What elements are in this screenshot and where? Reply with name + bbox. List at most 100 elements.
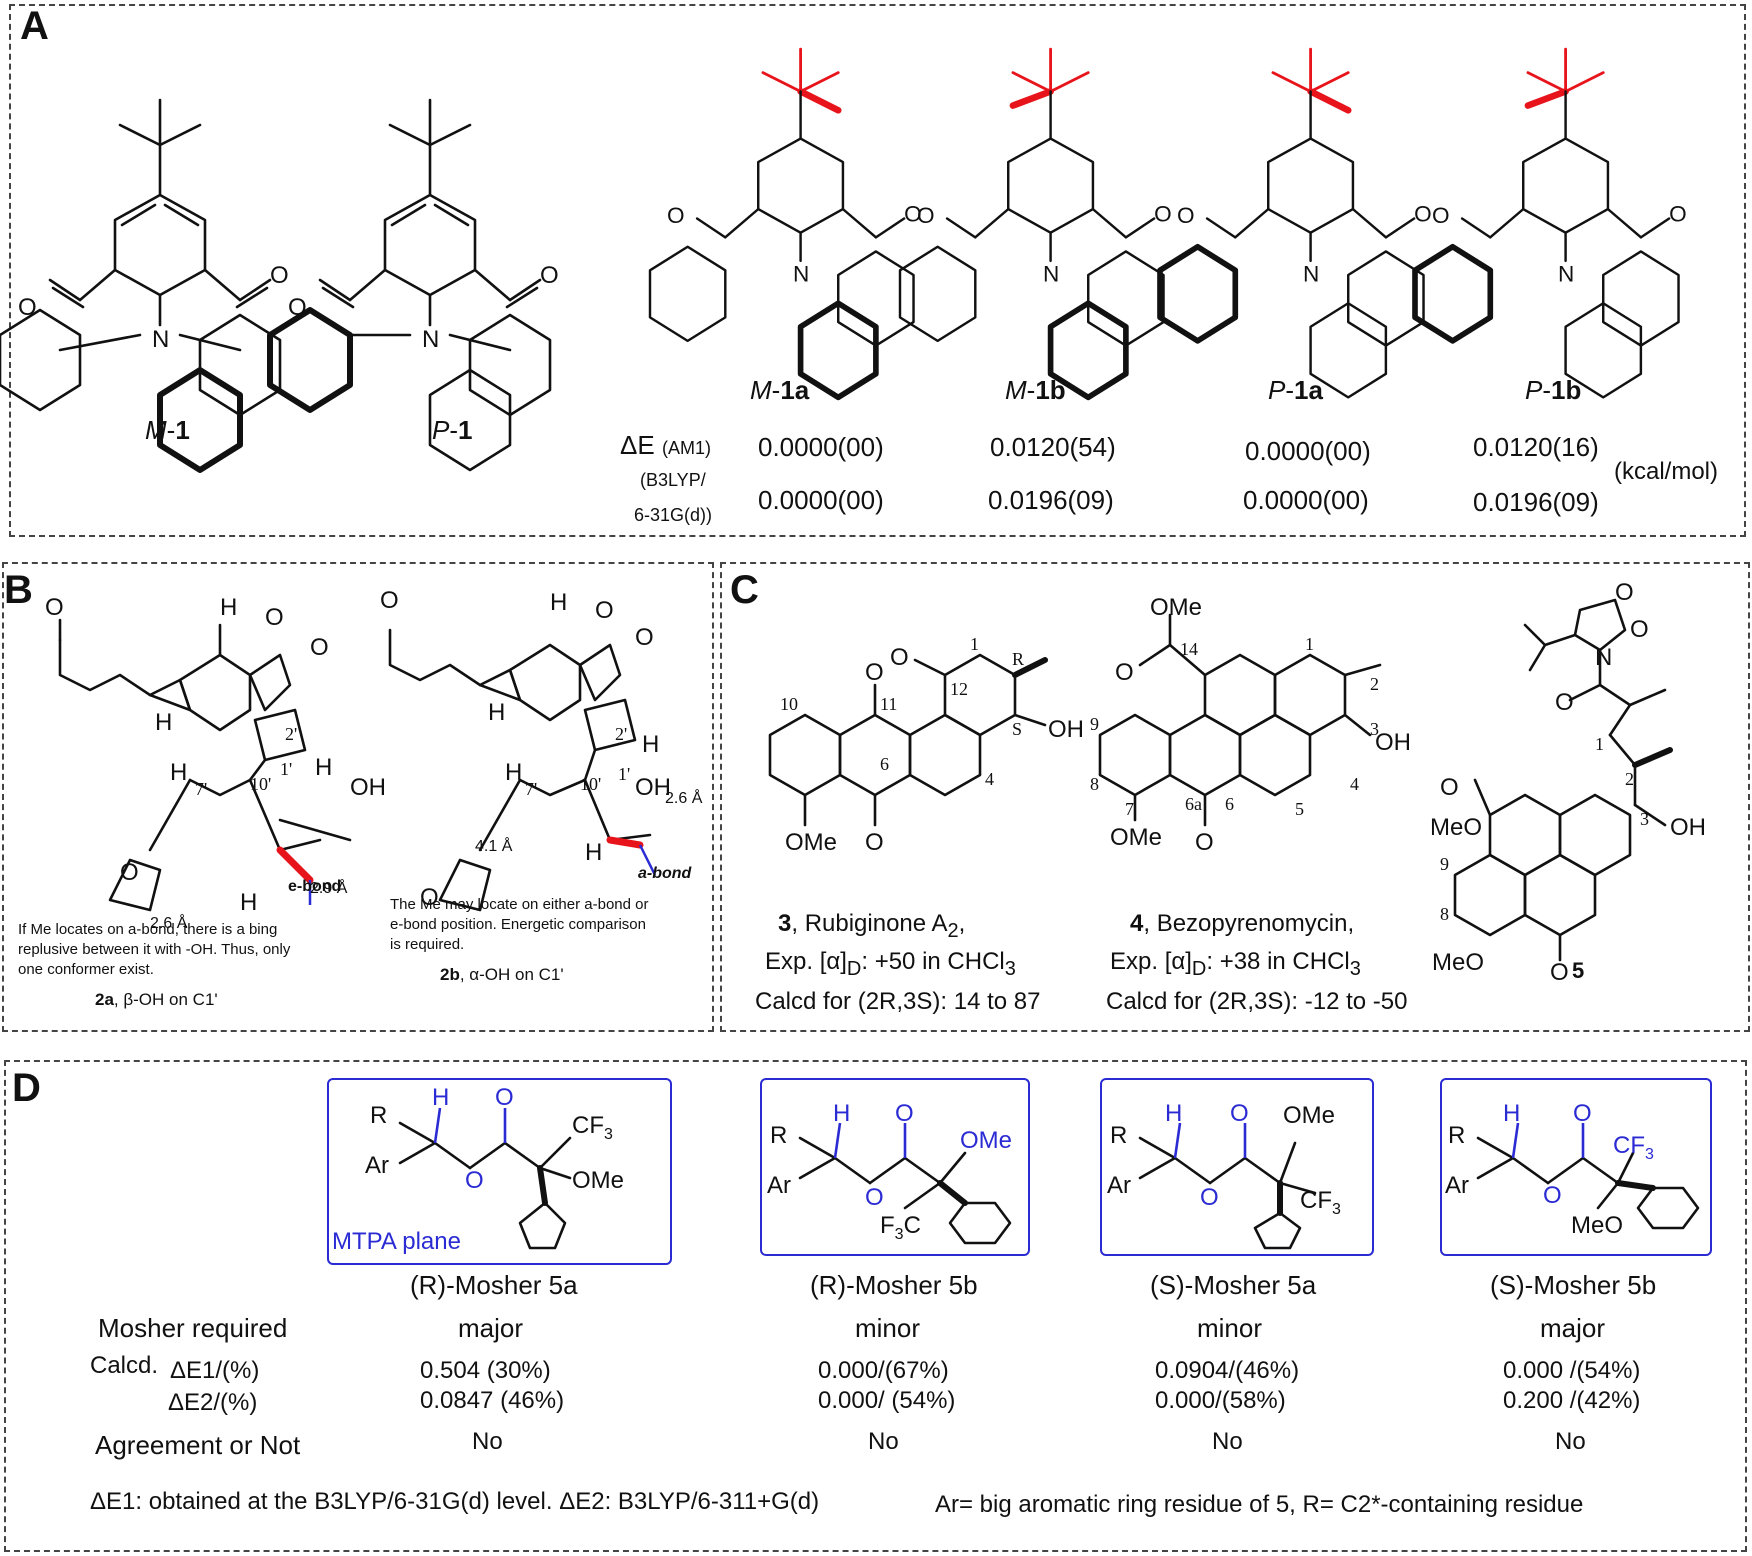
svg-text:H: H — [170, 759, 187, 786]
svg-text:7': 7' — [525, 779, 537, 799]
svg-text:CF3: CF3 — [1613, 1132, 1654, 1163]
panel-b-label: B — [4, 568, 33, 612]
cmp3-calcd: Calcd for (2R,3S): 14 to 87 — [755, 988, 1041, 1015]
svg-text:OMe: OMe — [1283, 1102, 1335, 1129]
e1-s5b: 0.000 /(54%) — [1503, 1357, 1641, 1384]
svg-text:O: O — [890, 644, 909, 671]
svg-text:OMe: OMe — [572, 1167, 624, 1194]
svg-text:O: O — [465, 1167, 484, 1194]
svg-text:O: O — [1200, 1184, 1219, 1211]
label-m1a: M-1a — [750, 375, 810, 405]
svg-text:R: R — [1448, 1122, 1465, 1149]
svg-text:O: O — [904, 201, 922, 226]
dist-2b-41: 4.1 Å — [475, 838, 513, 855]
caption-2b: 2b, α-OH on C1' — [440, 965, 564, 984]
svg-text:Ar: Ar — [1107, 1172, 1131, 1199]
e2-r5a: 0.0847 (46%) — [420, 1387, 565, 1414]
svg-text:O: O — [1177, 203, 1195, 228]
svg-text:Ar: Ar — [1445, 1172, 1469, 1199]
svg-text:9: 9 — [1440, 854, 1449, 874]
am1-value-3: 0.0000(00) — [1245, 436, 1371, 466]
svg-text:OH: OH — [1048, 716, 1084, 743]
e2-s5b: 0.200 /(42%) — [1503, 1387, 1641, 1414]
row-label-b3lyp-2: 6-31G(d)) — [634, 505, 713, 525]
svg-text:O: O — [1432, 203, 1450, 228]
svg-text:OMe: OMe — [960, 1127, 1012, 1154]
svg-text:O: O — [1669, 201, 1687, 226]
svg-text:H: H — [505, 759, 522, 786]
svg-text:1': 1' — [280, 759, 292, 779]
label-m1b: M-1b — [1005, 375, 1066, 405]
row-label-e1: ΔE1/(%) — [170, 1357, 260, 1384]
svg-text:O: O — [1630, 616, 1649, 643]
svg-text:O: O — [1573, 1100, 1592, 1127]
svg-text:14: 14 — [1180, 639, 1198, 659]
b3lyp-value-1: 0.0000(00) — [758, 485, 884, 515]
cmp4-calcd: Calcd for (2R,3S): -12 to -50 — [1106, 988, 1408, 1015]
svg-text:H: H — [550, 589, 567, 616]
col-header-r5a: (R)-Mosher 5a — [410, 1270, 578, 1300]
svg-text:N: N — [422, 326, 439, 353]
cmp4-exp: Exp. [α]D: +38 in CHCl3 — [1110, 948, 1361, 980]
e-bond-label: e-bond — [288, 878, 342, 895]
svg-text:MeO: MeO — [1571, 1212, 1623, 1239]
b3lyp-value-2: 0.0196(09) — [988, 485, 1114, 515]
svg-text:1: 1 — [1595, 734, 1604, 754]
svg-text:6: 6 — [880, 754, 889, 774]
svg-text:O: O — [895, 1100, 914, 1127]
agree-s5b: No — [1555, 1428, 1586, 1455]
svg-text:O: O — [865, 829, 884, 856]
svg-text:H: H — [220, 594, 237, 621]
svg-text:2: 2 — [1370, 674, 1379, 694]
svg-text:O: O — [120, 859, 139, 886]
dist-2b-26: 2.6 Å — [665, 790, 703, 807]
svg-text:N: N — [1303, 262, 1319, 287]
unit-label: (kcal/mol) — [1614, 458, 1719, 485]
required-s5b: major — [1540, 1313, 1606, 1343]
row-label-calcd: Calcd. — [90, 1352, 159, 1379]
svg-text:O: O — [420, 884, 439, 911]
required-r5b: minor — [855, 1313, 921, 1343]
svg-text:O: O — [865, 1184, 884, 1211]
col-header-s5b: (S)-Mosher 5b — [1490, 1270, 1657, 1300]
svg-text:O: O — [1440, 774, 1459, 801]
row-label-am1: ΔE (AM1) — [620, 430, 711, 460]
svg-text:7': 7' — [195, 779, 207, 799]
svg-text:O: O — [1615, 579, 1634, 606]
molecule-p1: O O N — [267, 98, 559, 472]
svg-text:H: H — [585, 839, 602, 866]
svg-text:8: 8 — [1090, 774, 1099, 794]
b3lyp-value-3: 0.0000(00) — [1243, 485, 1369, 515]
col-header-s5a: (S)-Mosher 5a — [1150, 1270, 1317, 1300]
svg-text:6: 6 — [1225, 794, 1234, 814]
row-label-b3lyp-1: (B3LYP/ — [640, 470, 706, 490]
svg-text:O: O — [595, 597, 614, 624]
col-header-r5b: (R)-Mosher 5b — [810, 1270, 978, 1300]
mosher-box-s5b — [1440, 1078, 1712, 1256]
required-s5a: minor — [1197, 1313, 1263, 1343]
svg-text:OH: OH — [1670, 814, 1706, 841]
svg-text:R: R — [1012, 649, 1024, 669]
svg-text:10': 10' — [580, 774, 601, 794]
svg-text:10': 10' — [250, 774, 271, 794]
svg-text:1': 1' — [618, 764, 630, 784]
row-label-required: Mosher required — [98, 1313, 288, 1343]
svg-text:11: 11 — [880, 694, 897, 714]
svg-text:OMe: OMe — [785, 829, 837, 856]
svg-text:H: H — [240, 889, 257, 916]
svg-text:Ar: Ar — [365, 1152, 389, 1179]
e1-r5a: 0.504 (30%) — [420, 1357, 551, 1384]
svg-text:N: N — [1558, 262, 1574, 287]
svg-text:1: 1 — [970, 634, 979, 654]
panel-c — [720, 562, 1750, 1032]
mosher-box-s5a — [1100, 1078, 1374, 1256]
svg-text:O: O — [380, 587, 399, 614]
svg-text:6a: 6a — [1185, 794, 1202, 814]
label-p1b: P-1b — [1525, 375, 1582, 405]
svg-text:MeO: MeO — [1432, 949, 1484, 976]
svg-text:7: 7 — [1125, 799, 1134, 819]
